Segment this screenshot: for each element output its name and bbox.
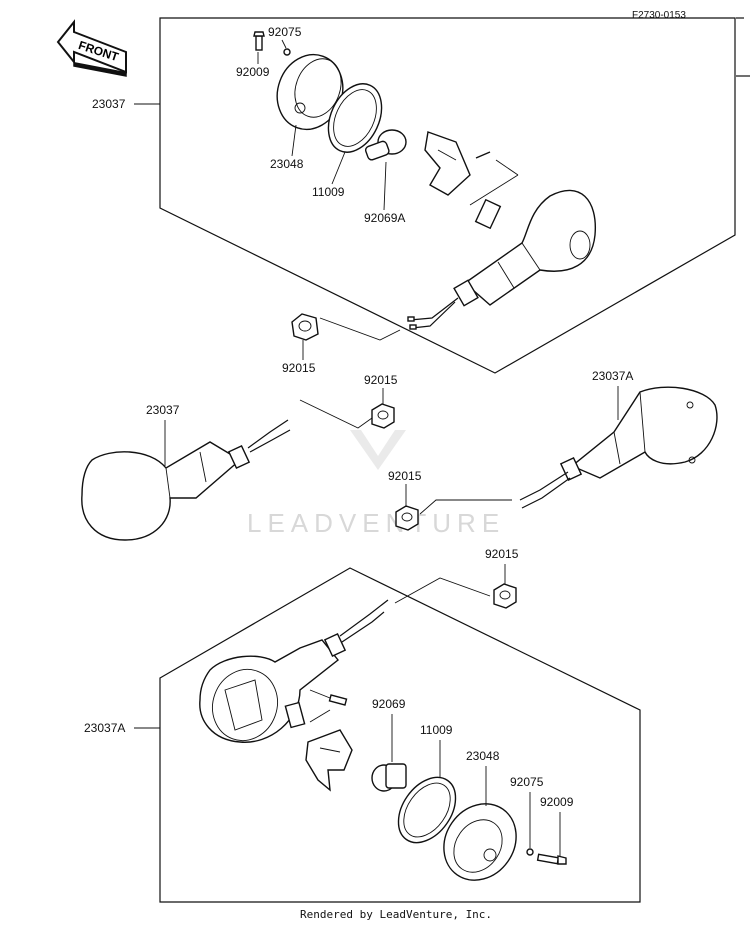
callout-92075-bot: 92075 — [510, 775, 544, 789]
watermark-logo-icon — [350, 430, 406, 470]
callout-92069-bot: 92069 — [372, 697, 406, 711]
socket-bracket-top — [424, 131, 502, 230]
bottom-assembly-outline — [159, 567, 641, 903]
screw-bracket-bottom — [328, 694, 348, 706]
nut-92015-b — [371, 403, 395, 429]
turn-signal-housing-open-bottom — [199, 632, 347, 743]
washer-92075-top — [283, 48, 291, 56]
watermark-text: LEADVENTURE — [247, 508, 505, 538]
nut-92015-d — [493, 583, 517, 609]
top-assembly-outline — [159, 17, 736, 374]
screw-92009-bottom — [536, 853, 567, 865]
callout-92015-b: 92015 — [364, 373, 398, 387]
callout-11009-bot: 11009 — [420, 723, 453, 737]
turn-signal-housing-23037 — [81, 441, 251, 541]
gasket-11009-top — [327, 83, 383, 153]
callout-23037-top: 23037 — [92, 97, 126, 111]
socket-bracket-bottom — [284, 701, 353, 792]
callout-23037a-mid: 23037A — [592, 369, 633, 383]
callout-92009-bot: 92009 — [540, 795, 574, 809]
turn-signal-housing-23037a — [559, 386, 718, 482]
callout-11009-top: 11009 — [312, 185, 345, 199]
callout-92069a-top: 92069A — [364, 211, 405, 225]
lens-23048-bottom — [443, 803, 517, 881]
wire-lead-23037a — [519, 471, 569, 501]
callout-92015-d: 92015 — [485, 547, 519, 561]
turn-signal-housing-top — [453, 189, 596, 307]
callout-23048-bot: 23048 — [466, 749, 500, 763]
callout-23037-mid: 23037 — [146, 403, 180, 417]
reference-code: F2730-0153 — [632, 10, 686, 21]
callout-92015-c: 92015 — [388, 469, 422, 483]
washer-92075-bottom — [526, 848, 534, 856]
lens-23048-top — [276, 53, 344, 131]
bulb-92069-bottom — [371, 763, 407, 792]
gasket-11009-bottom — [397, 776, 457, 844]
front-arrow-icon: FRONT — [56, 19, 127, 77]
nut-92015-a — [291, 313, 319, 341]
wire-lead-bottom — [339, 599, 389, 637]
screw-92009-top — [253, 31, 265, 51]
callout-92009-top: 92009 — [236, 65, 270, 79]
wire-lead-23037 — [247, 419, 289, 449]
callout-92075-top: 92075 — [268, 25, 302, 39]
bulb-92069a-top — [364, 129, 407, 161]
footer-credit: Rendered by LeadVenture, Inc. — [300, 908, 492, 921]
wire-lead-top — [409, 297, 459, 321]
callout-23037a-bot: 23037A — [84, 721, 125, 735]
nut-92015-c — [395, 505, 419, 531]
callout-92015-a: 92015 — [282, 361, 316, 375]
callout-23048-top: 23048 — [270, 157, 304, 171]
